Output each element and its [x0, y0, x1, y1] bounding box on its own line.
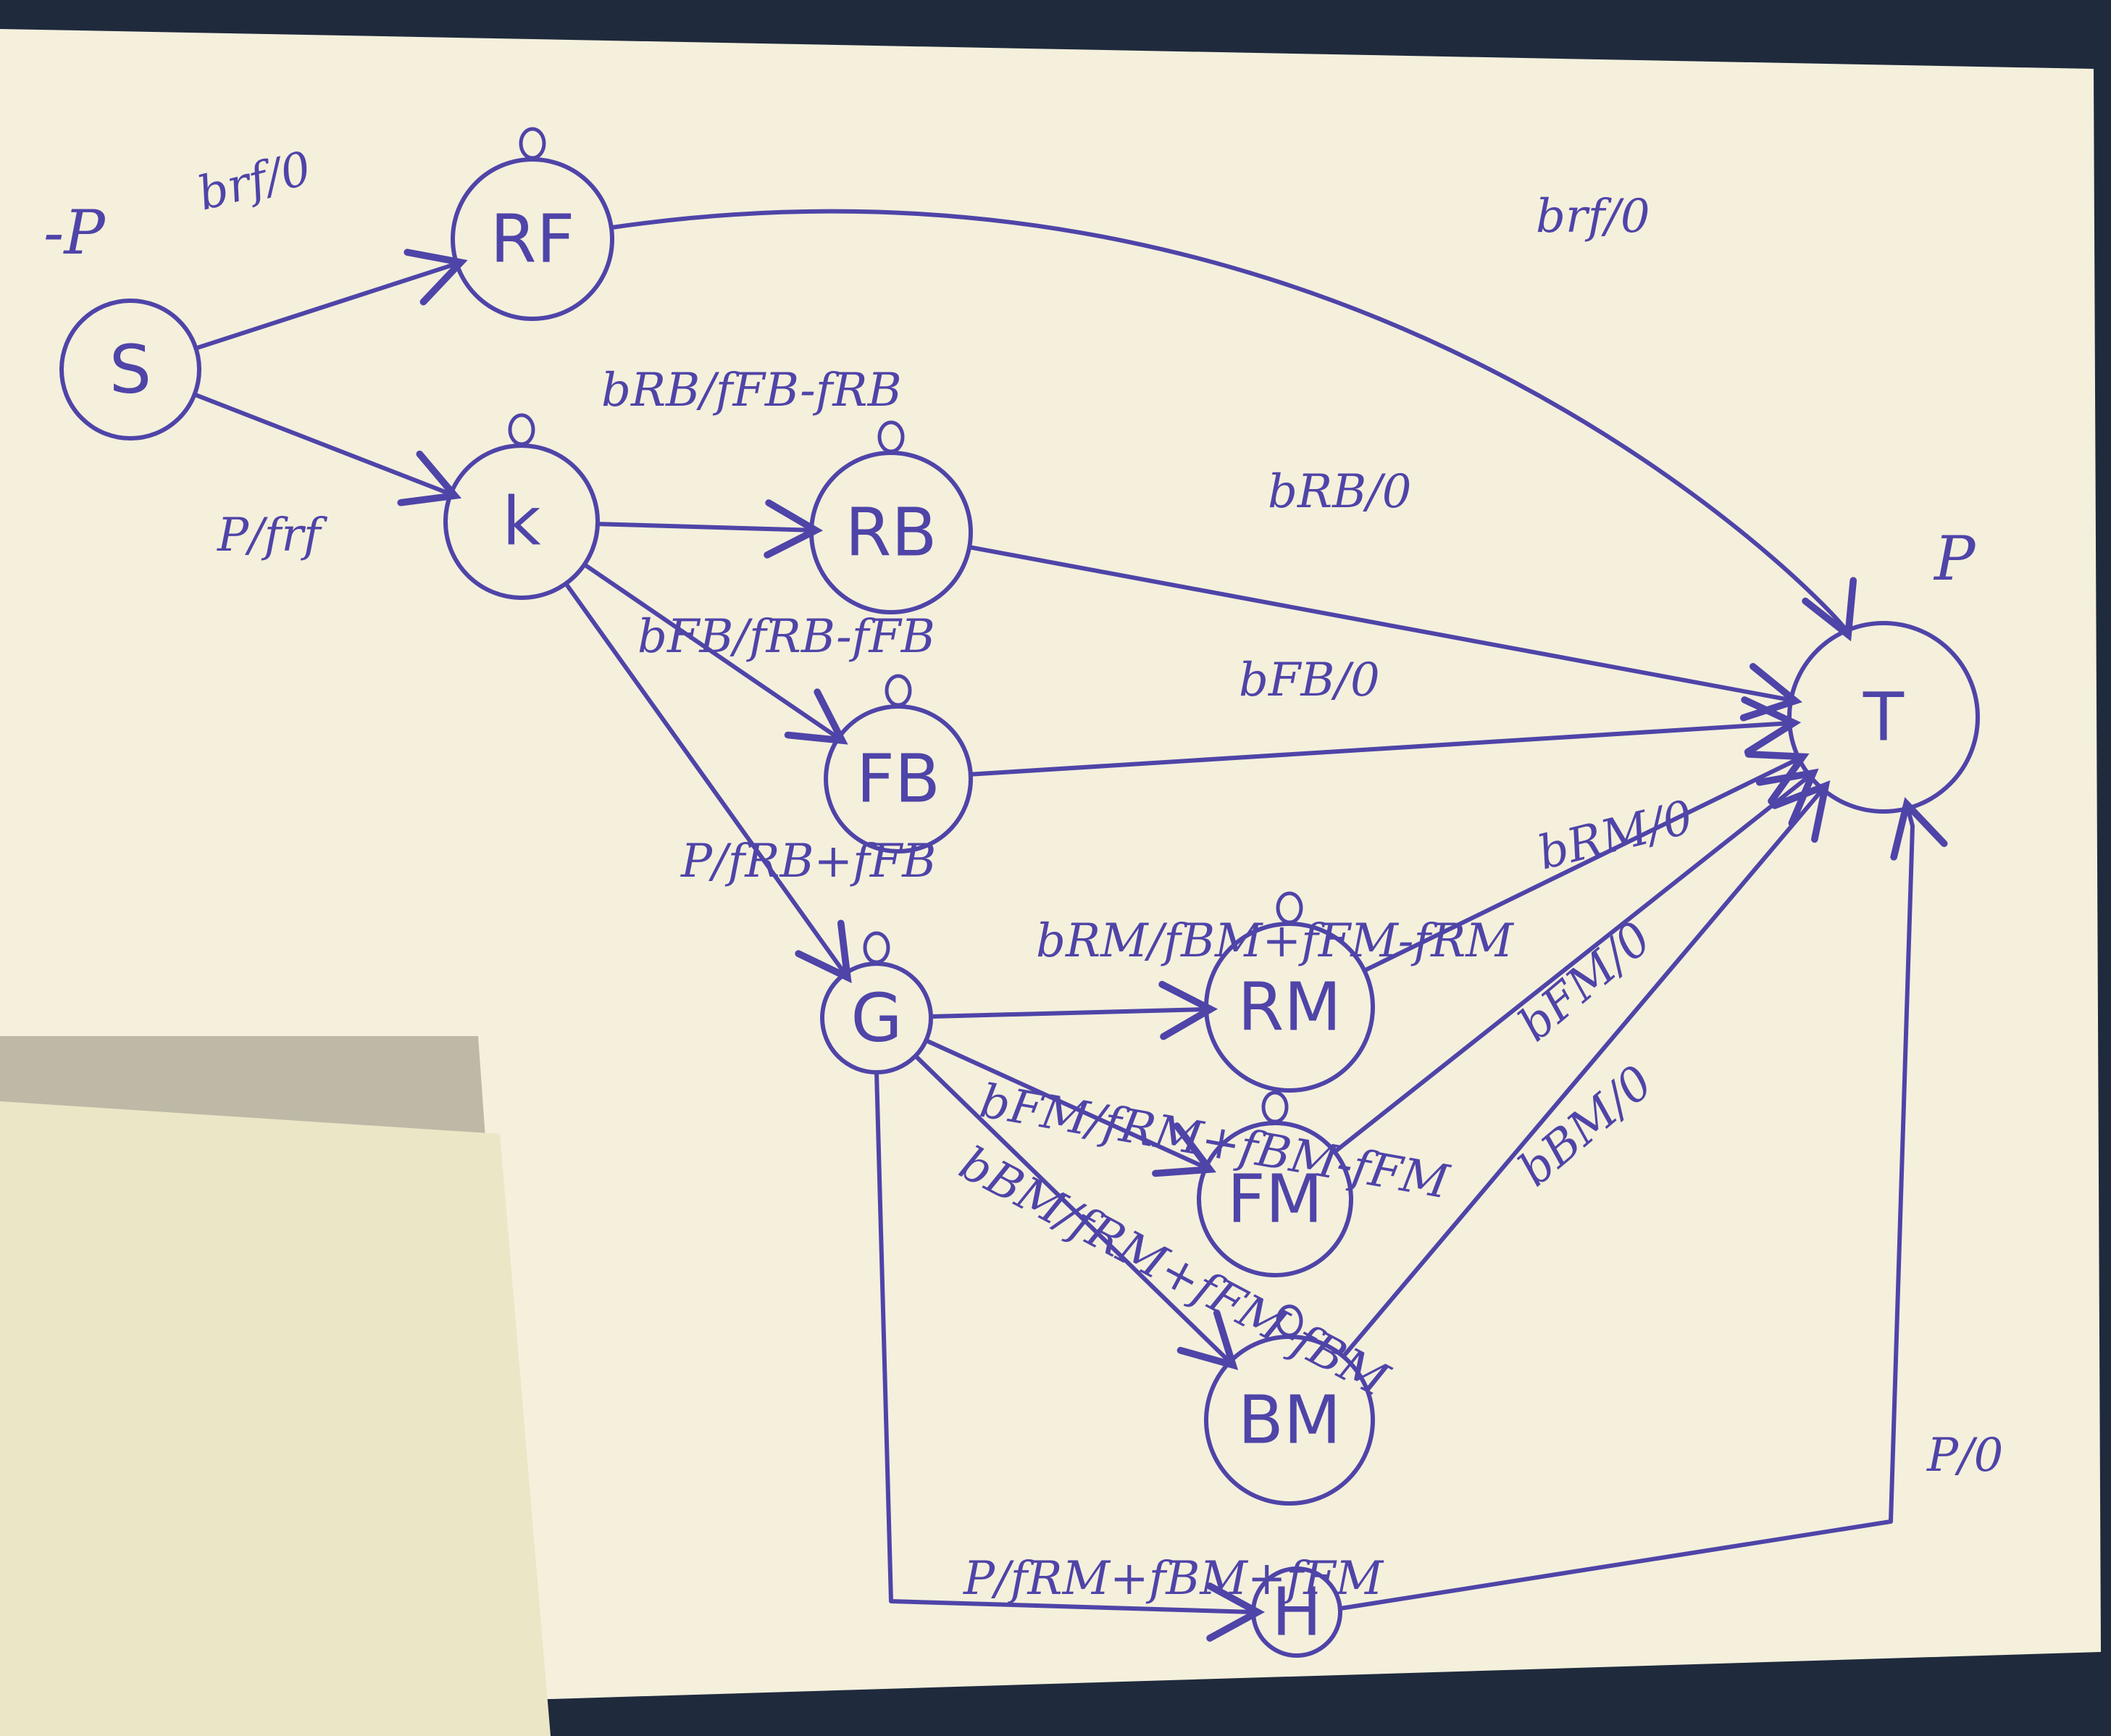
- node-bm: BM: [1204, 1304, 1375, 1506]
- edge-label-k-fb: bFB/fRB-fFB: [638, 610, 935, 664]
- edge-rm-t: [1362, 751, 1810, 973]
- node-zero-mark-bm: [1276, 1304, 1303, 1338]
- node-label-k: k: [502, 483, 541, 561]
- node-zero-mark-g: [863, 931, 890, 964]
- node-label-t: T: [1863, 679, 1905, 756]
- node-zero-mark-rb: [877, 420, 905, 454]
- node-circle-s: [59, 299, 201, 441]
- edges-layer: [192, 209, 1948, 1640]
- edge-label-g-rm: bRM/fBM+fFM-fRM: [1036, 914, 1514, 968]
- edge-rf-t: [609, 209, 1857, 642]
- node-zero-mark-fb: [885, 674, 912, 707]
- node-label-s: S: [109, 331, 151, 409]
- node-zero-mark-rm: [1276, 891, 1303, 925]
- node-rf: RF: [451, 127, 614, 321]
- node-zero-mark-fm: [1261, 1090, 1289, 1124]
- node-output-t: P: [1933, 523, 1976, 594]
- node-circle-t: [1787, 621, 1980, 814]
- edge-k-rb: [595, 499, 824, 559]
- node-t: TP: [1787, 523, 1980, 814]
- edge-label-h-t: P/0: [1926, 1429, 2003, 1482]
- edge-fb-t: [968, 696, 1802, 777]
- edge-label-k-rb: bRB/fFB-fRB: [601, 364, 902, 417]
- node-label-rm: RM: [1237, 969, 1341, 1046]
- edge-g-fm: [924, 1038, 1216, 1177]
- node-label-bm: BM: [1238, 1382, 1342, 1459]
- edge-label-rb-t: bRB/0: [1268, 465, 1411, 519]
- node-label-h: H: [1271, 1574, 1321, 1651]
- edge-s-k: [192, 392, 462, 506]
- edge-label-s-k: P/frf: [217, 509, 328, 562]
- node-label-rb: RB: [845, 494, 937, 572]
- node-s: S-P: [43, 197, 201, 441]
- node-fm: FM: [1197, 1090, 1353, 1277]
- node-rm: RM: [1204, 891, 1375, 1093]
- node-label-fm: FM: [1227, 1161, 1323, 1238]
- edge-k-g: [564, 581, 852, 984]
- edge-s-rf: [193, 249, 468, 351]
- edge-fm-t: [1332, 768, 1819, 1154]
- edge-label-fb-t: bFB/0: [1239, 654, 1380, 707]
- node-zero-mark-k: [508, 413, 535, 446]
- edge-label-g-h: P/fRM+fBM+fFM: [963, 1552, 1384, 1606]
- node-rb: RB: [809, 420, 973, 614]
- sticky-note: [0, 1101, 551, 1736]
- node-output-s: -P: [43, 197, 106, 268]
- edge-g-bm: [913, 1053, 1239, 1370]
- edge-label-rf-t: brf/0: [1536, 190, 1650, 243]
- node-label-fb: FB: [856, 740, 940, 818]
- node-fb: FB: [824, 674, 973, 854]
- node-g: G: [820, 931, 933, 1074]
- node-h: H: [1251, 1566, 1342, 1658]
- node-k: k: [443, 413, 600, 600]
- node-zero-mark-rf: [519, 127, 546, 160]
- edge-bm-t: [1341, 780, 1831, 1359]
- edge-label-k-g: P/fRB+fFB: [680, 835, 936, 888]
- node-label-g: G: [850, 980, 902, 1057]
- node-label-rf: RF: [490, 201, 575, 278]
- edge-g-rm: [928, 980, 1218, 1040]
- edge-k-fb: [582, 562, 848, 745]
- edge-g-h: [874, 1070, 1266, 1640]
- edge-rb-t: [967, 545, 1802, 722]
- node-circle-h: [1251, 1566, 1342, 1658]
